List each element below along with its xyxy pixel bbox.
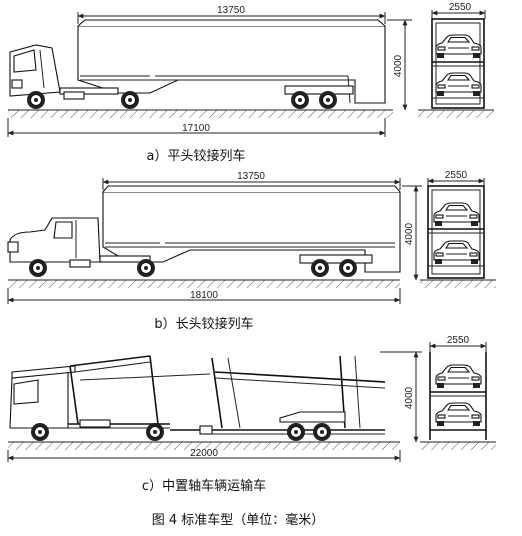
car-carrier-truck-c: [9, 355, 170, 429]
rear-view-c: [420, 352, 496, 450]
cab-flat-a: [9, 44, 119, 100]
trailer-box-a: [77, 19, 386, 104]
wheel-icon: [318, 90, 338, 110]
wheel-icon: [120, 90, 140, 110]
ground-hatch-a: [8, 110, 393, 118]
rear-view-b: [420, 185, 496, 288]
dim-height-c: 4000: [404, 386, 415, 409]
wheel-icon: [136, 258, 156, 278]
caption-b: b）长头铰接列车: [154, 316, 253, 332]
figure-caption: 图 4 标准车型（单位：毫米）: [152, 512, 325, 528]
panel-a: 13750 17100 4000 2550 a）平头铰接列车: [7, 2, 494, 164]
caption-c: c）中置轴车辆运输车: [142, 478, 266, 494]
dim-overall-length-a: 17100: [182, 123, 210, 134]
wheel-icon: [26, 90, 46, 110]
dim-width-c: 2550: [447, 335, 470, 346]
panel-b: 13750 18100 4000 2550 b）长头铰接列车: [7, 170, 496, 332]
ground-hatch-c: [8, 442, 400, 450]
dim-overall-length-b: 18100: [190, 290, 218, 301]
ground-hatch-b: [8, 280, 400, 288]
panel-c: 22000 4000 2550 c）中置轴车辆运输车: [7, 335, 496, 494]
dim-trailer-length-b: 13750: [237, 171, 265, 182]
dim-width-a: 2550: [449, 2, 472, 13]
dim-height-b: 4000: [404, 222, 415, 245]
caption-a: a）平头铰接列车: [147, 148, 246, 164]
car-icon: [435, 34, 482, 59]
wheel-icon: [310, 258, 330, 278]
wheel-icon: [30, 422, 50, 442]
trailer-box-b: [102, 185, 401, 273]
dim-width-b: 2550: [445, 170, 468, 181]
car-carrier-trailer-c: [79, 355, 386, 435]
wheel-icon: [312, 422, 332, 442]
dim-overall-length-c: 22000: [190, 448, 218, 459]
car-icon: [435, 402, 482, 427]
wheel-icon: [290, 90, 310, 110]
car-icon: [433, 240, 480, 265]
dim-trailer-length-a: 13750: [217, 5, 245, 16]
car-icon: [435, 72, 482, 97]
wheel-icon: [338, 258, 358, 278]
cab-long-b: [7, 217, 151, 268]
car-icon: [433, 202, 480, 227]
car-icon: [435, 364, 482, 389]
rear-view-a: [418, 18, 494, 118]
wheel-icon: [145, 422, 165, 442]
wheel-icon: [28, 258, 48, 278]
dim-height-a: 4000: [393, 54, 404, 77]
wheel-icon: [286, 422, 306, 442]
